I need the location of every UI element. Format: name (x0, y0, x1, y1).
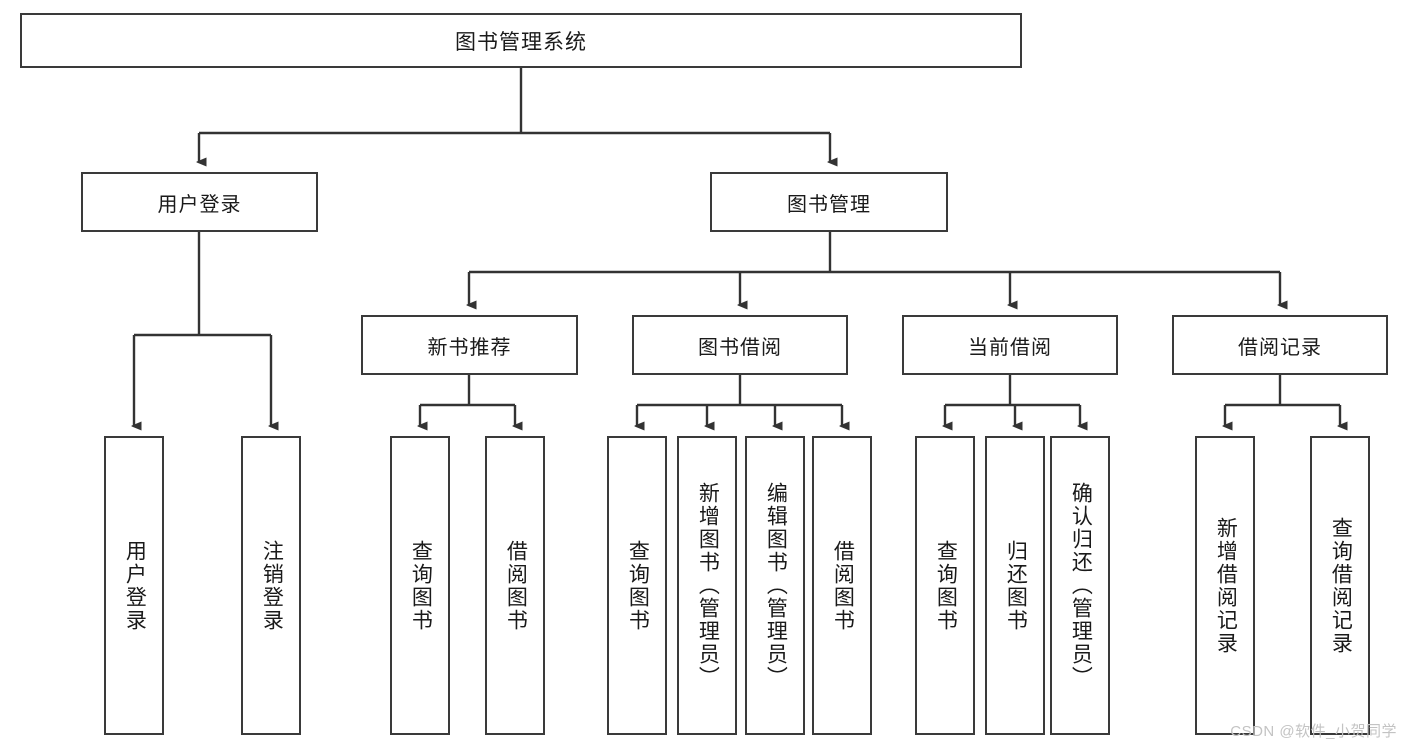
leaf-label: 借阅图书 (504, 539, 528, 632)
leaf-label: 确认归还（管理员） (1069, 482, 1093, 689)
node-user-login[interactable]: 用户登录 (81, 172, 318, 232)
node-label: 当前借阅 (968, 336, 1052, 359)
leaf-label: 归还图书 (1004, 539, 1028, 632)
leaf-record-add-record[interactable]: 新增借阅记录 (1195, 436, 1255, 735)
node-label: 新书推荐 (427, 336, 512, 359)
leaf-user-logout[interactable]: 注销登录 (241, 436, 301, 735)
node-label: 图书管理系统 (455, 30, 587, 54)
leaf-label: 借阅图书 (831, 539, 855, 632)
leaf-borrow-edit-book-admin[interactable]: 编辑图书（管理员） (745, 436, 805, 735)
leaf-borrow-add-book-admin[interactable]: 新增图书（管理员） (677, 436, 737, 735)
leaf-label: 查询图书 (626, 539, 650, 632)
leaf-label: 注销登录 (260, 539, 284, 632)
node-root-system[interactable]: 图书管理系统 (20, 13, 1022, 68)
leaf-current-query-book[interactable]: 查询图书 (915, 436, 975, 735)
node-current-borrow[interactable]: 当前借阅 (902, 315, 1118, 375)
watermark: CSDN @软件_小贺同学 (1230, 723, 1397, 740)
leaf-label: 新增图书（管理员） (696, 482, 720, 689)
leaf-label: 编辑图书（管理员） (764, 482, 788, 689)
leaf-label: 新增借阅记录 (1214, 516, 1238, 655)
node-label: 用户登录 (157, 193, 242, 216)
leaf-label: 用户登录 (123, 539, 147, 632)
leaf-user-login[interactable]: 用户登录 (104, 436, 164, 735)
leaf-recommend-borrow-book[interactable]: 借阅图书 (485, 436, 545, 735)
leaf-recommend-query-book[interactable]: 查询图书 (390, 436, 450, 735)
leaf-record-query-record[interactable]: 查询借阅记录 (1310, 436, 1370, 735)
leaf-borrow-query-book[interactable]: 查询图书 (607, 436, 667, 735)
leaf-current-confirm-return-admin[interactable]: 确认归还（管理员） (1050, 436, 1110, 735)
node-label: 借阅记录 (1238, 336, 1322, 359)
node-borrow-record[interactable]: 借阅记录 (1172, 315, 1388, 375)
node-book-borrow[interactable]: 图书借阅 (632, 315, 848, 375)
leaf-label: 查询图书 (409, 539, 433, 632)
node-label: 图书借阅 (698, 336, 782, 359)
node-label: 图书管理 (787, 193, 871, 216)
leaf-current-return-book[interactable]: 归还图书 (985, 436, 1045, 735)
leaf-borrow-borrow-book[interactable]: 借阅图书 (812, 436, 872, 735)
node-new-book-recommend[interactable]: 新书推荐 (361, 315, 578, 375)
node-book-management[interactable]: 图书管理 (710, 172, 948, 232)
leaf-label: 查询图书 (934, 539, 958, 632)
leaf-label: 查询借阅记录 (1329, 516, 1353, 655)
